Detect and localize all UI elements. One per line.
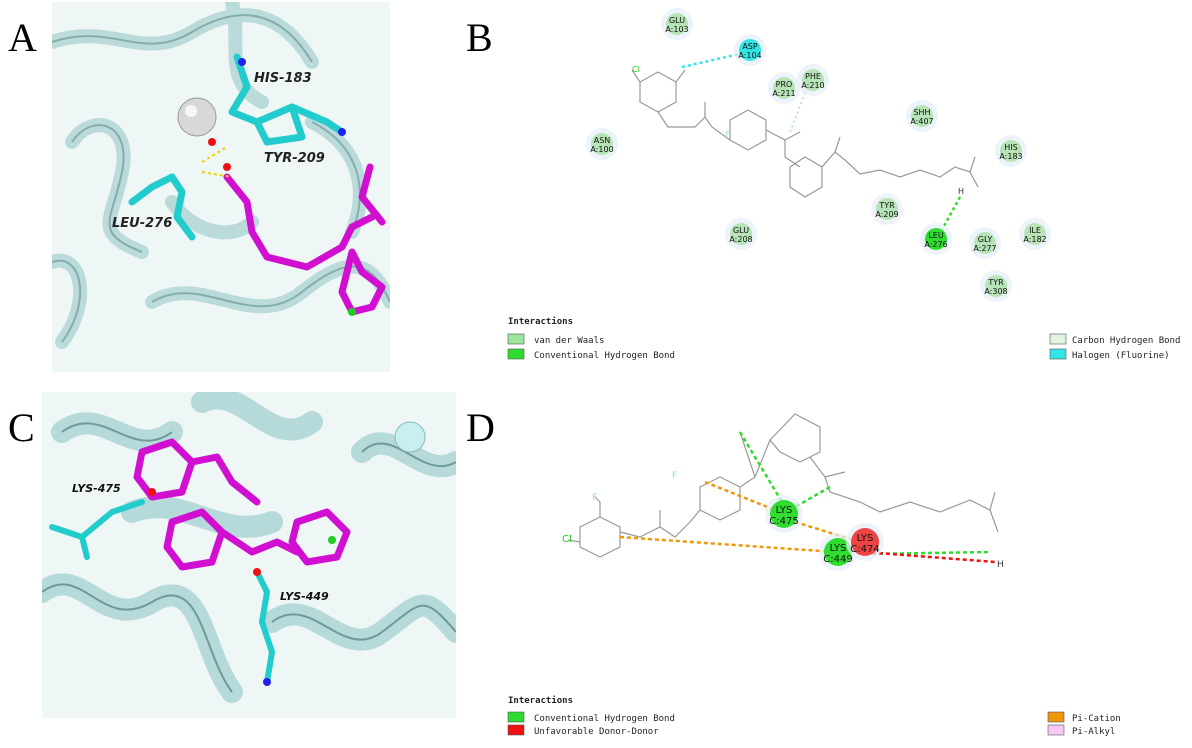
label-tyr-209: TYR-209 [264, 151, 325, 166]
residue-name-glu103: GLU [669, 16, 685, 25]
atom-cl-d: Cl [562, 534, 572, 545]
residue-id-glu103: A:103 [665, 25, 688, 34]
residue-lys475 [770, 500, 798, 528]
residue-name-phe210: PHE [805, 72, 821, 81]
atom-h-d: H [997, 560, 1004, 570]
residue-name-leu276: LEU [928, 231, 944, 240]
legend-d-swatch-3 [1047, 724, 1065, 736]
atom-f-d2: F [672, 471, 677, 481]
residue-id-lys474: C:474 [850, 544, 879, 555]
residue-tyr209 [876, 198, 898, 220]
panel-c-structure: LYS-475 LYS-449 [42, 392, 456, 718]
legend-b-swatch-1 [507, 348, 525, 360]
residue-id-asn100: A:100 [590, 145, 613, 154]
legend-b-item-2: Carbon Hydrogen Bond [1072, 336, 1180, 346]
residue-name-glu208: GLU [733, 226, 749, 235]
legend-b-swatch-0 [507, 333, 525, 345]
residue-tyr308 [985, 275, 1007, 297]
legend-d-title: Interactions [508, 695, 573, 706]
panel-letter-a: A [8, 15, 37, 60]
residue-glu208 [730, 223, 752, 245]
residue-id-lys449: C:449 [823, 554, 852, 565]
residue-lys449 [824, 538, 852, 566]
atom-f-d: F [592, 493, 597, 503]
residue-id-asp104: A:104 [738, 51, 761, 60]
residue-name-ile182: ILE [1029, 226, 1041, 235]
residue-ile182 [1024, 223, 1046, 245]
residue-lys474 [851, 528, 879, 556]
atom-cl-b: Cl [632, 65, 640, 74]
residue-leu276 [925, 228, 947, 250]
residue-asn100 [591, 133, 613, 155]
residue-id-tyr308: A:308 [984, 287, 1007, 296]
legend-d-item-0: Conventional Hydrogen Bond [534, 714, 675, 724]
atom-h-b: H [958, 187, 964, 196]
panel-a-svg: HIS-183 TYR-209 LEU-276 [52, 2, 390, 372]
residue-name-lys475: LYS [776, 505, 793, 516]
residue-shh407 [911, 105, 933, 127]
legend-b-title: Interactions [508, 316, 573, 327]
residue-id-ile182: A:182 [1023, 235, 1046, 244]
residue-id-phe210: A:210 [801, 81, 824, 90]
panel-a-structure: HIS-183 TYR-209 LEU-276 [52, 2, 390, 372]
label-his-183: HIS-183 [254, 71, 312, 86]
residue-id-leu276: A:276 [924, 240, 947, 249]
legend-d-item-1: Unfavorable Donor-Donor [534, 727, 659, 737]
residue-name-pro211: PRO [776, 80, 793, 89]
residue-glu103 [666, 13, 688, 35]
panel-letter-b: B [466, 15, 493, 60]
legend-d-item-2: Pi-Cation [1072, 714, 1121, 724]
residue-name-tyr209: TYR [878, 201, 895, 210]
residue-gly277 [974, 232, 996, 254]
panel-b-svg: Cl F H GLUA:103ASPA:104PROA:211PHEA:210A… [507, 8, 1180, 361]
residue-name-lys449: LYS [830, 543, 847, 554]
residue-name-lys474: LYS [857, 533, 874, 544]
panel-c-svg: LYS-475 LYS-449 [42, 392, 456, 718]
residue-name-tyr308: TYR [987, 278, 1004, 287]
legend-b-item-0: van der Waals [534, 336, 604, 346]
residue-id-his183: A:183 [999, 152, 1022, 161]
legend-d-swatch-2 [1047, 711, 1065, 723]
residue-name-his183: HIS [1004, 143, 1017, 152]
legend-b-swatch-2 [1049, 333, 1067, 345]
panel-letter-c: C [8, 405, 35, 450]
residue-asp104 [739, 39, 761, 61]
panel-letter-d: D [466, 405, 495, 450]
label-lys-449: LYS-449 [280, 590, 329, 603]
residue-id-gly277: A:277 [973, 244, 996, 253]
legend-b-item-1: Conventional Hydrogen Bond [534, 351, 675, 361]
legend-d-swatch-0 [507, 711, 525, 723]
label-leu-276: LEU-276 [112, 216, 172, 231]
residue-his183 [1000, 140, 1022, 162]
label-lys-475: LYS-475 [72, 482, 121, 495]
residue-pro211 [773, 77, 795, 99]
legend-b-swatch-3 [1049, 348, 1067, 360]
atom-f-b: F [725, 130, 730, 139]
legend-b-item-3: Halogen (Fluorine) [1072, 351, 1170, 361]
residue-phe210 [802, 69, 824, 91]
residue-id-lys475: C:475 [769, 516, 798, 527]
residue-name-asp104: ASP [742, 42, 758, 51]
residue-id-shh407: A:407 [910, 117, 933, 126]
residue-name-gly277: GLY [978, 235, 993, 244]
legend-d-swatch-1 [507, 724, 525, 736]
residue-id-glu208: A:208 [729, 235, 752, 244]
residue-name-shh407: SHH [913, 108, 930, 117]
legend-d-item-3: Pi-Alkyl [1072, 727, 1115, 737]
residue-id-tyr209: A:209 [875, 210, 898, 219]
residue-name-asn100: ASN [594, 136, 611, 145]
residue-id-pro211: A:211 [772, 89, 795, 98]
